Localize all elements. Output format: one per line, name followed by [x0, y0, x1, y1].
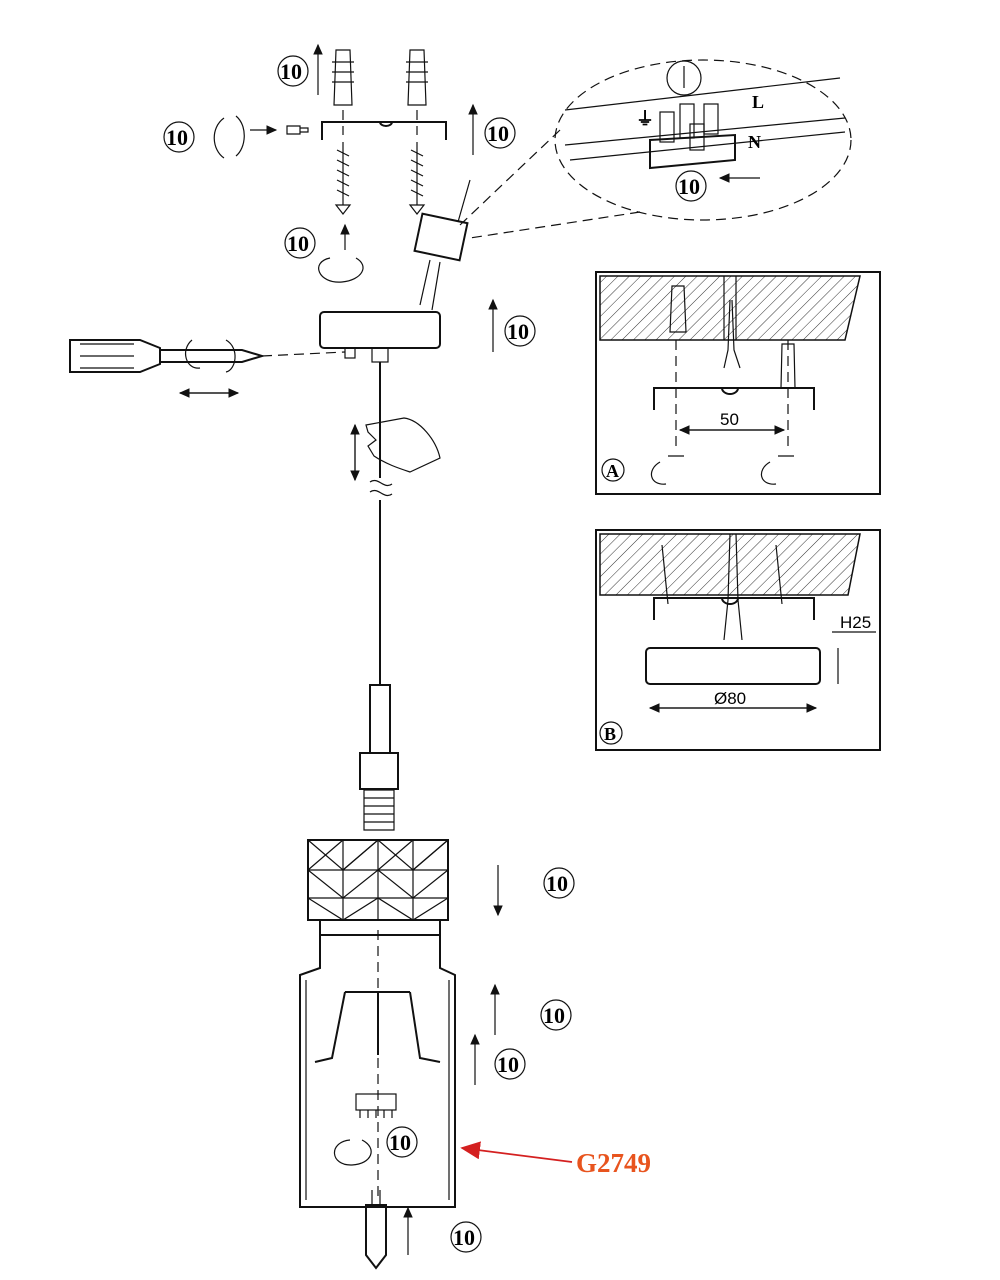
- small-screw-icon: [286, 125, 309, 135]
- wire-label-neutral: N: [748, 132, 761, 152]
- rotate-arrow-icon: [333, 1139, 372, 1166]
- wall-plug-icon: [780, 343, 796, 389]
- step-badge: 10: [163, 121, 195, 153]
- glass-shade: [299, 930, 500, 1208]
- step-badge: 10: [484, 117, 516, 149]
- model-callout: G2749: [460, 1141, 651, 1178]
- lamp-holder: [359, 684, 399, 831]
- mounting-bracket: [321, 121, 447, 140]
- hand-icon: [365, 417, 441, 473]
- wire-label-earth: ⏚: [636, 109, 654, 129]
- wall-plug-icon: [669, 285, 687, 333]
- wall-plug-icon: [406, 49, 428, 106]
- suspension-cable: [350, 362, 441, 685]
- wood-screw-icon: [334, 142, 352, 215]
- shade-support-frame: [314, 991, 441, 1063]
- crystal-shade: [307, 839, 503, 936]
- mounting-bracket-group: [213, 43, 478, 283]
- step-badge: 10: [494, 1048, 526, 1080]
- svg-text:10: 10: [497, 1052, 519, 1077]
- dimension-height: H25: [840, 613, 871, 632]
- rotate-arrow-icon: [213, 115, 245, 159]
- step-badge: 10: [504, 315, 536, 347]
- detail-panel-b: Ø80 H25 B: [595, 529, 881, 751]
- step-badge: 10: [543, 867, 575, 899]
- step-badge: 10: [675, 170, 707, 202]
- earth-symbol-icon: [666, 60, 702, 96]
- wood-screw-icon: [408, 142, 426, 215]
- terminal-block-callout: L N ⏚: [459, 59, 852, 239]
- rotate-arrow-icon: [760, 455, 794, 485]
- svg-text:10: 10: [389, 1130, 411, 1155]
- rotate-arrow-icon: [650, 455, 684, 485]
- svg-text:10: 10: [487, 121, 509, 146]
- rotate-arrow-icon: [318, 257, 364, 283]
- g9-bulb-icon: [365, 1190, 413, 1270]
- canopy-group: [319, 298, 498, 363]
- ceiling-canopy: [645, 647, 821, 685]
- svg-text:10: 10: [543, 1003, 565, 1028]
- step-badges: 10 10 10 10 10 10 10 10 10 10 10: [163, 55, 707, 1253]
- svg-text:10: 10: [453, 1225, 475, 1250]
- rotate-arrow-icon: [184, 339, 236, 373]
- step-badge: 10: [450, 1221, 482, 1253]
- svg-text:10: 10: [546, 871, 568, 896]
- dimension-spacing: 50: [720, 410, 739, 429]
- terminal-block: [649, 103, 736, 170]
- panel-b-letter: B: [604, 724, 616, 744]
- svg-text:10: 10: [287, 231, 309, 256]
- svg-text:10: 10: [678, 174, 700, 199]
- svg-text:10: 10: [507, 319, 529, 344]
- connector-detail: [413, 179, 471, 311]
- step-badge: 10: [277, 55, 309, 87]
- dimension-diameter: Ø80: [714, 689, 746, 708]
- screwdriver-icon: [69, 339, 346, 398]
- ceiling-canopy: [319, 311, 441, 349]
- step-badge: 10: [540, 999, 572, 1031]
- wall-plug-icon: [332, 49, 354, 106]
- svg-text:10: 10: [280, 59, 302, 84]
- wire-label-live: L: [752, 92, 764, 112]
- step-badge: 10: [386, 1126, 418, 1158]
- svg-text:10: 10: [166, 125, 188, 150]
- step-badge: 10: [284, 227, 316, 259]
- panel-a-letter: A: [606, 461, 619, 481]
- model-label: G2749: [576, 1148, 651, 1178]
- retaining-ring: [355, 1093, 397, 1111]
- detail-panel-a: 50 A: [595, 271, 881, 495]
